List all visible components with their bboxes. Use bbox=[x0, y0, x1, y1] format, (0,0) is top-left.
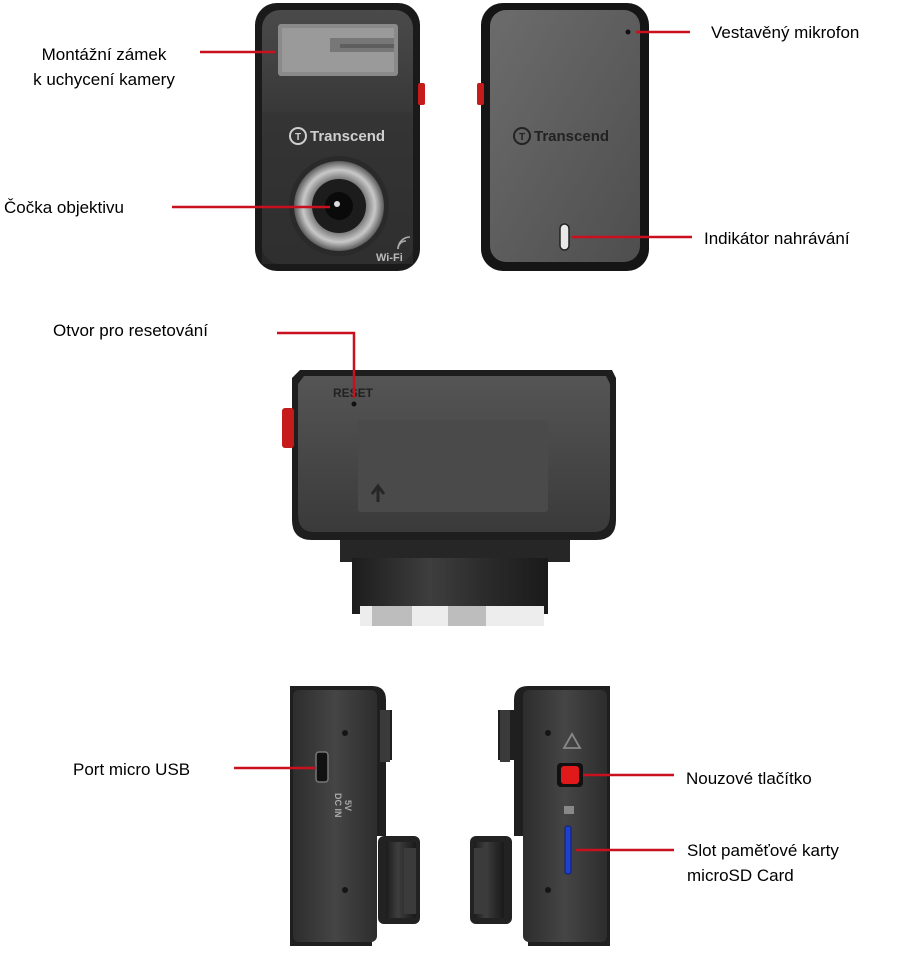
left-body bbox=[293, 690, 377, 942]
top-view: RESET bbox=[282, 370, 616, 626]
label-lens: Čočka objektivu bbox=[4, 198, 125, 217]
label-reset-hole: Otvor pro resetování bbox=[53, 321, 208, 340]
mount-lock bbox=[278, 24, 398, 76]
side-button-red bbox=[418, 83, 425, 105]
svg-text:Transcend: Transcend bbox=[310, 128, 385, 145]
svg-text:T: T bbox=[519, 132, 525, 143]
front-view: T Transcend Wi-Fi bbox=[255, 3, 425, 271]
callout-lines bbox=[172, 30, 692, 852]
arrow-up-icon bbox=[370, 483, 386, 502]
callout-reset bbox=[277, 331, 356, 398]
top-side-button bbox=[282, 408, 294, 448]
micro-usb-port bbox=[315, 751, 329, 783]
reset-hole bbox=[351, 401, 357, 407]
microsd-slot bbox=[564, 825, 572, 875]
svg-text:Transcend: Transcend bbox=[534, 128, 609, 145]
top-panel bbox=[358, 420, 548, 512]
transcend-logo: T Transcend bbox=[289, 127, 385, 145]
rec-indicator-led bbox=[559, 223, 570, 251]
label-built-in-mic: Vestavěný mikrofon bbox=[711, 23, 860, 42]
back-view: T Transcend bbox=[477, 3, 649, 271]
lens bbox=[289, 156, 389, 256]
right-side-view bbox=[470, 686, 610, 946]
label-rec-indicator: Indikátor nahrávání bbox=[704, 229, 850, 248]
mic-hole bbox=[625, 29, 631, 35]
warning-icon bbox=[562, 732, 582, 749]
label-micro-usb: Port micro USB bbox=[73, 760, 191, 779]
wifi-icon bbox=[397, 236, 411, 250]
dc-in-label-2: DC IN bbox=[333, 793, 343, 818]
svg-text:T: T bbox=[295, 132, 301, 143]
left-side-view: 5V DC IN bbox=[290, 686, 420, 946]
label-microsd-slot: Slot paměťové karty microSD Card bbox=[687, 841, 839, 885]
transcend-logo-back: T Transcend bbox=[513, 127, 609, 145]
back-body bbox=[490, 10, 640, 262]
right-body bbox=[523, 690, 607, 942]
wifi-label: Wi-Fi bbox=[376, 252, 403, 264]
back-side-button bbox=[477, 83, 484, 105]
label-mount-lock: Montážní zámek k uchycení kamery bbox=[33, 45, 175, 89]
emergency-button bbox=[561, 766, 579, 784]
label-emergency-button: Nouzové tlačítko bbox=[686, 769, 812, 788]
sd-card-icon bbox=[564, 806, 574, 814]
dc-in-label-1: 5V bbox=[343, 800, 353, 811]
